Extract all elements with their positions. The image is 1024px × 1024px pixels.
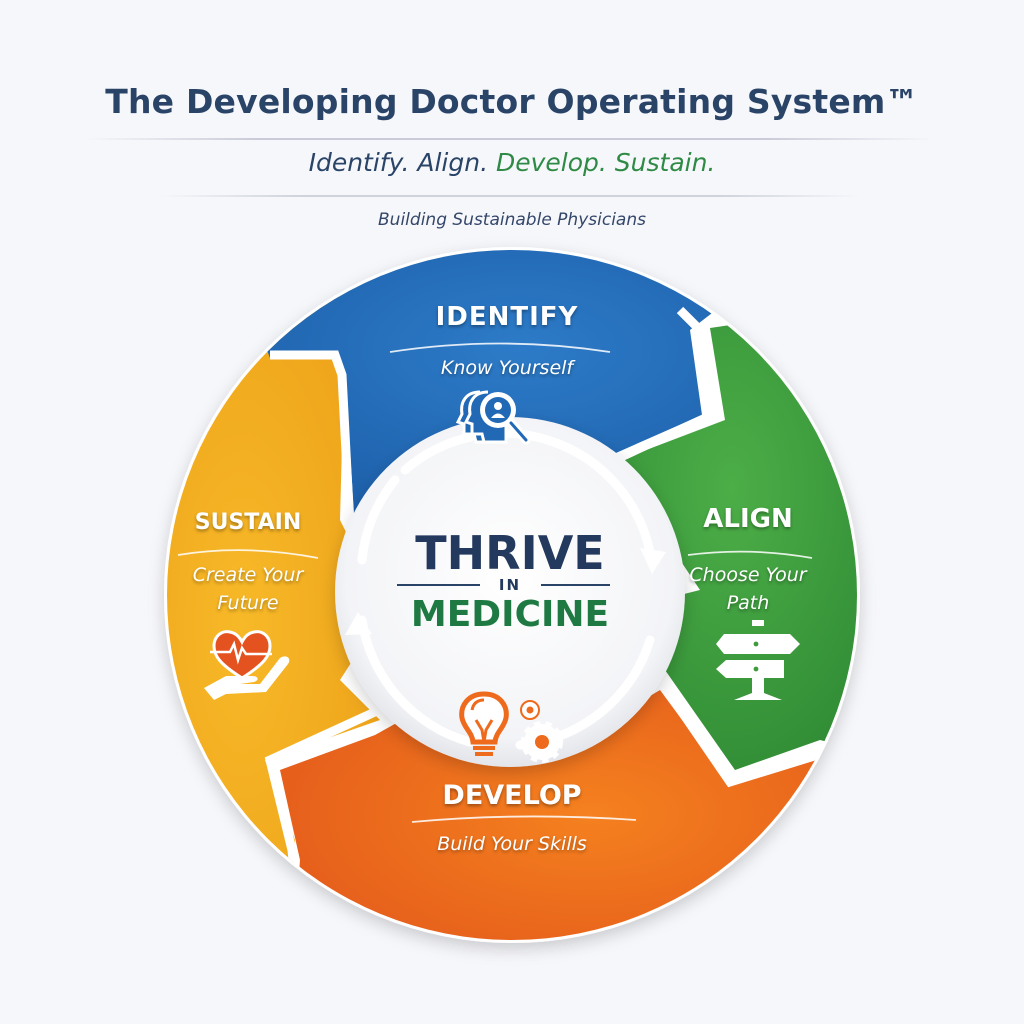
center-title-thrive: THRIVE: [415, 526, 605, 580]
arrowhead-left: [345, 612, 372, 635]
tagline: Identify. Align. Develop. Sustain.: [0, 148, 1024, 177]
arrowhead-right: [640, 548, 666, 574]
tagline-divider: [160, 195, 860, 197]
align-divider: [687, 550, 813, 559]
tagline-part-1: Identify. Align.: [308, 148, 489, 177]
segment-sustain-subtitle: Create Your Future: [168, 561, 328, 617]
center-disc: [335, 417, 685, 767]
segment-sustain-title: SUSTAIN: [194, 510, 302, 535]
sustain-divider: [177, 549, 319, 559]
heart-in-hand-icon: [204, 630, 290, 700]
lightbulb-gears-icon: [459, 691, 563, 763]
subtitle: Building Sustainable Physicians: [378, 210, 646, 230]
segment-align-subtitle-line-2: Path: [726, 592, 770, 614]
segment-align-subtitle-line-1: Choose Your: [689, 564, 807, 586]
cycle-arrow-bottom-left: [357, 615, 475, 747]
segment-identify: [220, 250, 820, 530]
head-magnifier-icon: [455, 390, 531, 445]
tagline-part-2: Develop. Sustain.: [495, 148, 716, 177]
segment-identify-subtitle: Know Yourself: [440, 357, 574, 379]
segment-sustain-subtitle-line-2: Future: [217, 592, 279, 614]
segment-align-title: ALIGN: [703, 504, 793, 534]
cycle-arrow-top: [400, 428, 655, 557]
signpost-icon: [716, 620, 800, 700]
segment-identify-title: IDENTIFY: [435, 302, 579, 332]
center-title-in: IN: [498, 576, 522, 594]
page-title: The Developing Doctor Operating System™: [105, 82, 919, 121]
segment-sustain-subtitle-line-1: Create Your: [192, 564, 304, 586]
develop-divider: [411, 815, 637, 823]
segment-develop-subtitle: Build Your Skills: [437, 833, 587, 855]
title-divider: [85, 138, 935, 140]
center-title-medicine: MEDICINE: [410, 594, 610, 635]
segment-align-subtitle: Choose Your Path: [668, 561, 828, 617]
identify-divider: [389, 342, 611, 353]
segment-develop-title: DEVELOP: [442, 780, 582, 811]
